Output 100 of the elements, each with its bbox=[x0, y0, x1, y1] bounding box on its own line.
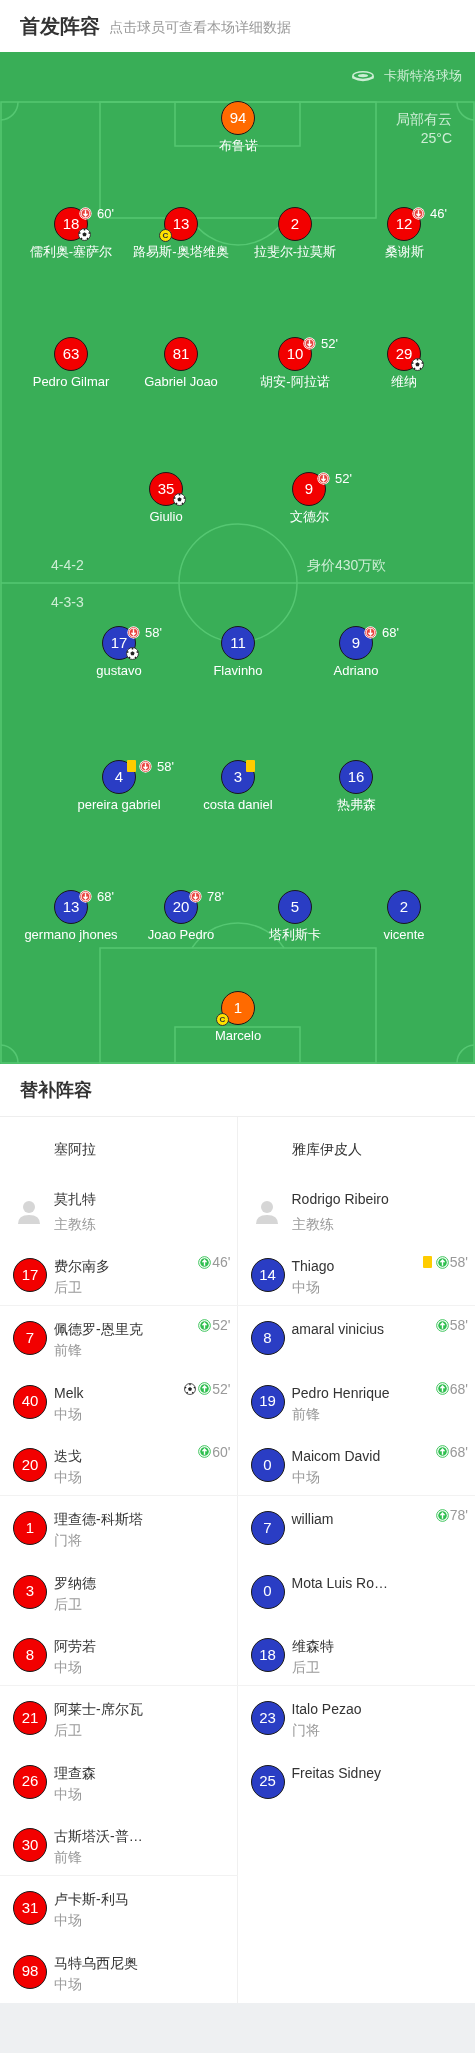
player-name: 费尔南多 bbox=[54, 1257, 110, 1276]
player-name: Pedro Henrique bbox=[291, 1383, 390, 1403]
player-number-marker: 18 bbox=[250, 1637, 285, 1672]
substitution-time: 58' bbox=[144, 624, 162, 640]
substitution-time: 78' bbox=[206, 888, 224, 904]
player-name: 布鲁诺 bbox=[218, 138, 258, 154]
team-name: 塞阿拉 bbox=[54, 1139, 96, 1159]
player-name: 维纳 bbox=[391, 374, 417, 390]
substitution-time: 52' bbox=[334, 470, 352, 486]
player-name: Mota Luis Ro… bbox=[291, 1573, 388, 1593]
substitution-time: 60' bbox=[212, 1444, 231, 1460]
player-number-marker: 0 bbox=[250, 1448, 285, 1482]
player-name: Melk bbox=[54, 1383, 84, 1403]
substitution-time: 78' bbox=[449, 1507, 468, 1524]
player-number-marker: 40 bbox=[13, 1384, 47, 1419]
stadium-name: 卡斯特洛球场 bbox=[384, 68, 462, 84]
substitution-time: 52' bbox=[320, 335, 338, 351]
player-number-marker: 8 bbox=[250, 1321, 285, 1356]
coach-role: 主教练 bbox=[291, 1214, 334, 1234]
player-name: Marcelo bbox=[214, 1028, 262, 1044]
substitution-time: 68' bbox=[96, 888, 114, 904]
player-name: Thiago bbox=[291, 1257, 335, 1276]
player-name: 罗纳德 bbox=[54, 1573, 96, 1593]
substitution-time: 46' bbox=[212, 1254, 231, 1270]
player-number-marker: 3 bbox=[13, 1574, 47, 1609]
player-name: 维森特 bbox=[291, 1636, 334, 1656]
player-name: Maicom David bbox=[291, 1447, 381, 1466]
player-name: 胡安-阿拉诺 bbox=[260, 374, 330, 390]
substitution-time: 58' bbox=[449, 1317, 468, 1334]
player-number-marker: 19 bbox=[250, 1384, 285, 1419]
player-number-marker: 25 bbox=[250, 1764, 285, 1799]
player-name: Gabriel Joao bbox=[144, 374, 218, 390]
player-name: Italo Pezao bbox=[291, 1700, 362, 1720]
player-name: 塔利斯卡 bbox=[269, 927, 321, 943]
coach-name: 莫扎特 bbox=[54, 1189, 96, 1209]
player-name: gustavo bbox=[96, 663, 142, 679]
player-position: 中场 bbox=[54, 1657, 82, 1677]
player-number-marker: 0 bbox=[250, 1574, 285, 1609]
player-name: 阿劳若 bbox=[54, 1636, 96, 1656]
player-position: 中场 bbox=[291, 1468, 320, 1487]
player-position: 前锋 bbox=[54, 1341, 82, 1361]
player-name: 马特乌西尼奥 bbox=[54, 1953, 138, 1973]
player-name: vicente bbox=[383, 927, 425, 943]
section-title: 替补阵容 bbox=[20, 1079, 92, 1102]
player-name: 文德尔 bbox=[289, 509, 329, 525]
player-position: 门将 bbox=[54, 1531, 82, 1551]
player-number-marker: 7 bbox=[250, 1511, 285, 1546]
substitution-time: 58' bbox=[156, 758, 174, 774]
player-number-marker: 17 bbox=[13, 1258, 47, 1292]
player-position: 中场 bbox=[54, 1468, 82, 1487]
player-name: 理查森 bbox=[54, 1763, 96, 1783]
player-number-marker: 7 bbox=[13, 1321, 47, 1356]
player-number-marker: 20 bbox=[13, 1448, 47, 1482]
player-position: 中场 bbox=[54, 1404, 82, 1424]
player-number-marker: 14 bbox=[250, 1258, 285, 1292]
player-number-marker: 30 bbox=[13, 1827, 47, 1862]
player-name: costa daniel bbox=[203, 797, 273, 813]
player-number-marker: 8 bbox=[13, 1637, 47, 1672]
player-position: 后卫 bbox=[54, 1721, 82, 1741]
substitution-time: 52' bbox=[212, 1317, 231, 1334]
player-name: 热弗森 bbox=[336, 797, 376, 813]
player-position: 前锋 bbox=[291, 1404, 320, 1424]
coach-role: 主教练 bbox=[54, 1214, 96, 1234]
player-name: 桑谢斯 bbox=[384, 244, 424, 260]
player-name: Freitas Sidney bbox=[291, 1763, 381, 1783]
player-name: 理查德-科斯塔 bbox=[54, 1510, 143, 1530]
formation-text: 4-4-2 bbox=[51, 556, 84, 574]
player-name: germano jhones bbox=[24, 927, 118, 943]
substitution-time: 58' bbox=[449, 1254, 468, 1270]
player-name: Giulio bbox=[149, 509, 183, 525]
player-number-marker: 26 bbox=[13, 1764, 47, 1799]
player-position: 前锋 bbox=[54, 1847, 82, 1867]
player-name: Joao Pedro bbox=[147, 927, 215, 943]
player-name: 拉斐尔-拉莫斯 bbox=[253, 244, 337, 260]
player-number-marker: 21 bbox=[13, 1701, 47, 1736]
player-position: 中场 bbox=[54, 1911, 82, 1931]
player-position: 中场 bbox=[291, 1278, 320, 1297]
player-position: 后卫 bbox=[54, 1278, 82, 1297]
substitution-time: 52' bbox=[212, 1380, 231, 1397]
coach-name: Rodrigo Ribeiro bbox=[291, 1189, 389, 1209]
formation-text: 4-3-3 bbox=[51, 593, 84, 611]
player-number-marker: 31 bbox=[13, 1891, 47, 1926]
player-name: amaral vinicius bbox=[291, 1320, 385, 1340]
player-name: 佩德罗-恩里克 bbox=[54, 1320, 143, 1340]
player-name: 儒利奥-塞萨尔 bbox=[29, 244, 113, 260]
player-number-marker: 23 bbox=[250, 1701, 285, 1736]
player-name: Adriano bbox=[333, 663, 379, 679]
player-name: 卢卡斯-利马 bbox=[54, 1890, 129, 1910]
substitution-time: 60' bbox=[96, 205, 114, 221]
substitution-time: 68' bbox=[449, 1444, 468, 1460]
section-title: 首发阵容 bbox=[20, 14, 100, 39]
substitution-time: 46' bbox=[429, 205, 447, 221]
player-name: 路易斯-奥塔维奥 bbox=[133, 244, 229, 260]
player-position: 门将 bbox=[291, 1721, 320, 1741]
substitution-time: 68' bbox=[381, 624, 399, 640]
market-value-text: 身价430万欧 bbox=[307, 556, 387, 574]
team-name: 雅库伊皮人 bbox=[291, 1139, 362, 1159]
temperature-text: 25°C bbox=[420, 129, 452, 148]
substitution-time: 68' bbox=[449, 1380, 468, 1397]
player-name: william bbox=[291, 1510, 334, 1530]
